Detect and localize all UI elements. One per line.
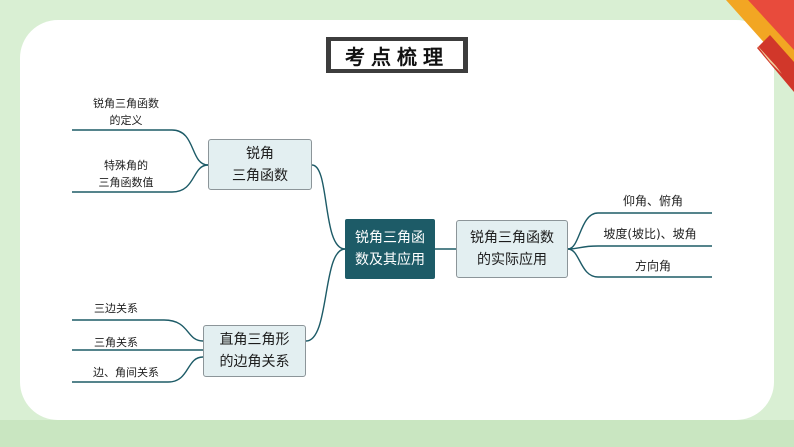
- node-label-line-1: 锐角: [246, 145, 274, 162]
- leaf-slope: 坡度(坡比)、坡角: [603, 227, 697, 241]
- center-node: 锐角三角函 数及其应用: [345, 219, 435, 279]
- leaf-direction-angle: 方向角: [634, 259, 671, 273]
- center-label-line-1: 锐角三角函: [355, 230, 425, 246]
- leaf-elevation-depression: 仰角、俯角: [622, 194, 683, 208]
- page-title: 考点梳理: [330, 40, 464, 70]
- leaf-special-angles: 特殊角的 三角函数值: [98, 159, 154, 189]
- background-strip: [0, 420, 794, 447]
- leaf-three-angles: 三角关系: [94, 336, 138, 349]
- leaf-line-3: [72, 319, 204, 342]
- leaf-side-angle: 边、角间关系: [93, 366, 159, 379]
- leaf-line-2: [72, 164, 209, 193]
- leaf-line-7: [567, 245, 712, 250]
- leaf-definition: 锐角三角函数 的定义: [93, 97, 159, 127]
- node-label-line-2: 的边角关系: [219, 354, 290, 370]
- connector-center-upper: [311, 164, 346, 250]
- leaf-three-sides: 三边关系: [94, 302, 138, 315]
- node-right-triangle-relations: 直角三角形 的边角关系: [203, 325, 306, 377]
- leaf-line-1: [72, 129, 209, 166]
- leaf-line-5: [72, 356, 204, 383]
- node-label-line-2: 三角函数: [232, 167, 288, 184]
- node-practical-applications: 锐角三角函数 的实际应用: [456, 220, 568, 278]
- center-label-line-2: 数及其应用: [355, 252, 425, 268]
- title-frame: 考点梳理: [326, 37, 468, 73]
- node-label-line-1: 直角三角形: [219, 332, 290, 348]
- node-label-line-2: 的实际应用: [477, 252, 547, 268]
- node-label-line-1: 锐角三角函数: [470, 230, 554, 246]
- leaf-line-6: [567, 212, 712, 250]
- connector-center-lower: [305, 248, 346, 342]
- node-acute-trig-functions: 锐角 三角函数: [208, 139, 312, 190]
- leaf-line-8: [567, 248, 712, 278]
